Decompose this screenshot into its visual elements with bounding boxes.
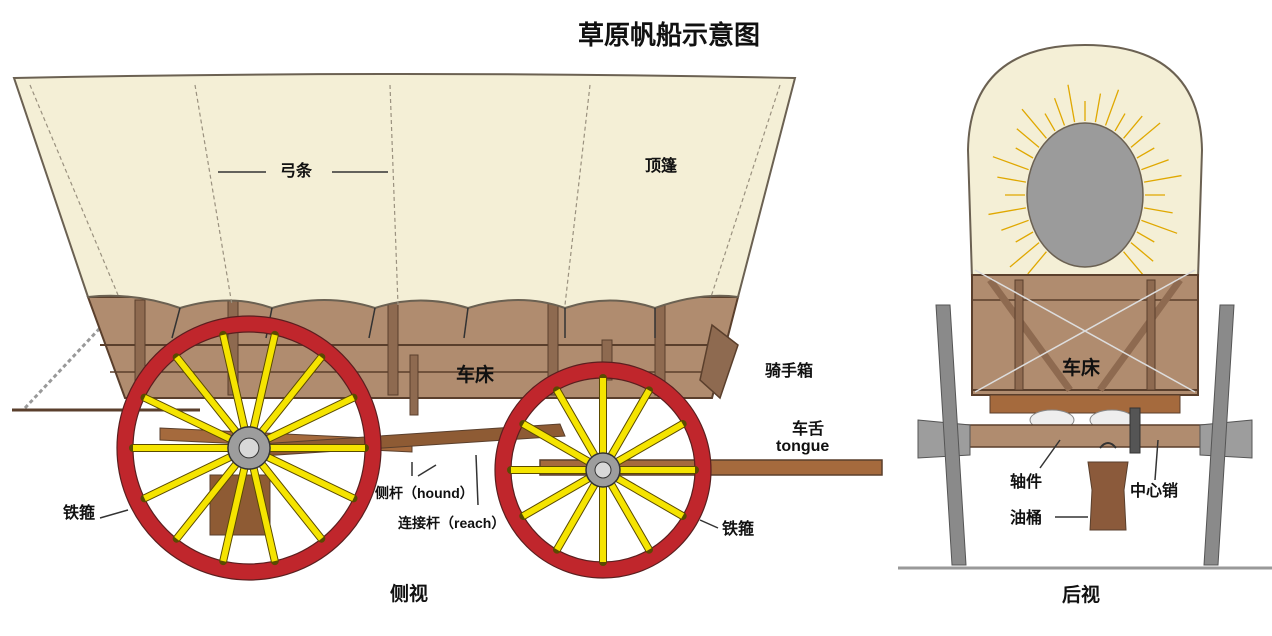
cover-gathers: [988, 84, 1182, 276]
label-tongue-en: tongue: [776, 438, 830, 455]
rear-cover-opening: [1026, 122, 1144, 268]
caption-rear-view: 后视: [1062, 585, 1101, 606]
rear-wagon-bed: [971, 269, 1199, 396]
label-tire-right: 铁箍: [722, 521, 755, 538]
rear-wheel-left: [935, 304, 967, 566]
label-bows: 弓条: [280, 163, 313, 180]
jockey-box: [699, 323, 739, 400]
label-axle: 轴件: [1010, 474, 1043, 491]
rear-leader-lines: [1039, 439, 1159, 518]
side-view: [12, 73, 883, 536]
label-reach: 连接杆（reach）: [398, 515, 506, 531]
label-wagon-bed-rear: 车床: [1062, 358, 1101, 379]
canvas-cover: [12, 73, 797, 310]
diagram-title: 草原帆船示意图: [578, 20, 761, 50]
front-wheel-side: [494, 361, 712, 579]
rear-rope: [23, 326, 102, 410]
caption-side-view: 侧视: [390, 584, 429, 605]
king-pin: [1129, 407, 1141, 454]
cover-ties: [171, 307, 656, 339]
rear-wheel-side: [116, 315, 382, 581]
label-jockey-box: 骑手箱: [765, 363, 814, 380]
label-grease-bucket: 油桶: [1010, 510, 1043, 527]
label-king-pin: 中心销: [1130, 483, 1179, 500]
rear-bolster: [989, 394, 1181, 414]
grease-bucket: [1099, 442, 1117, 449]
label-tire-left: 铁箍: [63, 505, 96, 522]
label-wagon-bed-side: 车床: [456, 365, 495, 386]
rear-wheel-right: [1203, 304, 1235, 566]
wheels: [116, 315, 712, 581]
canvas-seams: [29, 84, 781, 306]
label-cover: 顶篷: [645, 158, 678, 175]
leader-lines: [99, 171, 719, 529]
label-tongue-cn: 车舌: [792, 421, 825, 438]
label-hound: 侧杆（hound）: [375, 485, 474, 501]
rear-view: [898, 43, 1272, 570]
grease-bucket-body: [1087, 461, 1129, 531]
